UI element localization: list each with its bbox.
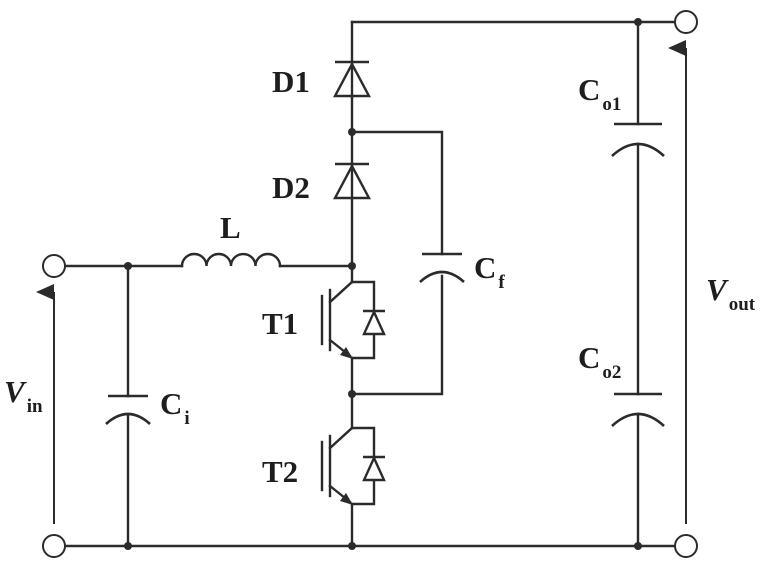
output-terminal-top [674, 10, 698, 34]
capacitor-co2 [611, 392, 665, 427]
label-ci-sub: i [184, 408, 189, 429]
igbt-t1-emitter-arrow [340, 347, 353, 359]
junction-dot [348, 128, 356, 136]
capacitor-ci [105, 394, 151, 425]
terminals [42, 10, 698, 558]
label-t2: T2 [262, 454, 298, 489]
junction-dot [634, 542, 642, 550]
label-cf-sub: f [498, 272, 505, 293]
label-co1-main: C [578, 72, 600, 107]
cf-wire-top [350, 130, 444, 256]
label-co2-main: C [578, 340, 600, 375]
junction-dot [348, 390, 356, 398]
igbt-t1-diode-body [362, 309, 386, 336]
label-d1: D1 [272, 64, 310, 99]
label-vout-main: V [706, 272, 729, 307]
label-d2: D2 [272, 170, 310, 205]
junctions [124, 18, 642, 550]
label-ci-main: C [160, 386, 182, 421]
co2-plate-bottom [611, 412, 665, 427]
igbt-t2-emitter-arrow [340, 493, 353, 505]
diode-d2 [333, 162, 371, 200]
inductor-symbol [180, 252, 282, 268]
junction-dot [124, 542, 132, 550]
igbt-t2 [320, 426, 386, 506]
label-cf-main: C [474, 250, 496, 285]
ci-plate-bottom [105, 412, 151, 425]
cf-plate-bottom [419, 270, 465, 283]
diode-d1 [333, 60, 371, 100]
label-co2-sub: o2 [602, 362, 621, 383]
capacitor-cf [419, 252, 465, 283]
igbt-t1-collector [328, 280, 354, 304]
label-co1-sub: o1 [602, 94, 621, 115]
igbt-t1 [320, 280, 386, 360]
label-vin-sub: in [27, 396, 43, 417]
input-terminal-bottom [42, 534, 66, 558]
input-terminal-top [42, 254, 66, 278]
igbt-t2-collector [328, 426, 354, 450]
label-vout-sub: out [729, 294, 756, 315]
igbt-t2-diode-body [362, 455, 386, 482]
capacitor-co1 [611, 122, 665, 157]
label-inductor: L [220, 210, 241, 245]
junction-dot [634, 18, 642, 26]
co1-plate-bottom [611, 142, 665, 157]
junction-dot [124, 262, 132, 270]
label-vin-main: V [4, 374, 27, 409]
label-t1: T1 [262, 306, 298, 341]
cf-wire-bottom [350, 274, 444, 396]
wires [64, 20, 676, 548]
junction-dot [348, 542, 356, 550]
junction-dot [348, 262, 356, 270]
output-terminal-bottom [674, 534, 698, 558]
